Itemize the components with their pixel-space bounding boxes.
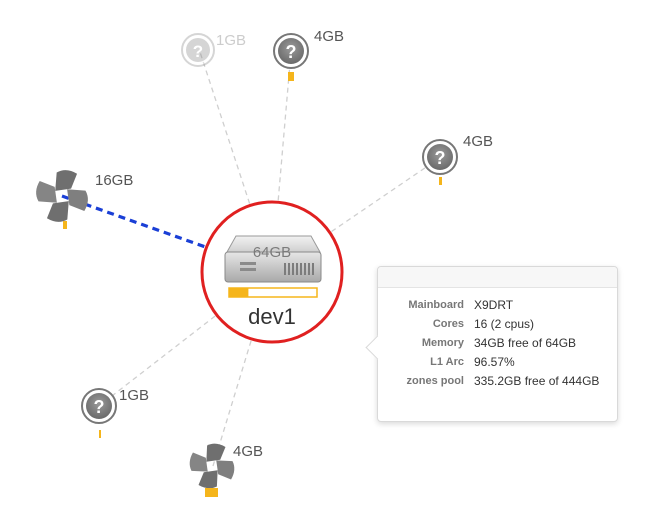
memory-usage-bar — [228, 287, 318, 298]
usage-bar — [205, 488, 218, 497]
question-mark-icon: ? — [193, 42, 203, 61]
node-info-tooltip: Mainboard X9DRT Cores 16 (2 cpus) Memory… — [365, 266, 618, 422]
tooltip-rows: Mainboard X9DRT Cores 16 (2 cpus) Memory… — [378, 296, 617, 391]
tooltip-row-zones-pool: zones pool 335.2GB free of 444GB — [378, 372, 617, 391]
node-unknown-1gb-top[interactable]: ? — [181, 33, 215, 67]
row-value: X9DRT — [474, 298, 514, 312]
row-value: 335.2GB free of 444GB — [474, 374, 600, 388]
row-value: 34GB free of 64GB — [474, 336, 577, 350]
question-mark-icon: ? — [435, 148, 446, 168]
node-memory-label: 4GB — [233, 443, 263, 460]
question-mark-icon: ? — [286, 42, 297, 62]
link-zone-16gb-active — [61, 194, 229, 257]
row-label: zones pool — [406, 375, 464, 387]
link-unknown-4gb-right — [271, 156, 442, 273]
link-zone-4gb-bottom — [212, 271, 273, 467]
node-memory-label: 4GB — [463, 133, 493, 150]
node-unknown-4gb-top[interactable]: ? — [273, 33, 309, 81]
tooltip-header — [378, 267, 617, 288]
row-label: Cores — [432, 318, 464, 330]
usage-bar — [439, 177, 442, 185]
usage-bar — [63, 221, 67, 229]
zone-icon — [36, 170, 88, 222]
node-dev1[interactable]: 64GB dev1 — [200, 200, 344, 344]
row-label: L1 Arc — [430, 356, 464, 368]
tooltip-row-mainboard: Mainboard X9DRT — [378, 296, 617, 315]
usage-bar — [288, 72, 294, 81]
node-unknown-1gb-bottom[interactable]: ? — [81, 388, 117, 438]
node-memory-label: 1GB — [119, 387, 149, 404]
tooltip-row-memory: Memory 34GB free of 64GB — [378, 334, 617, 353]
row-label: Mainboard — [408, 299, 464, 311]
node-memory-label: 1GB — [216, 32, 246, 49]
node-memory-label: 4GB — [314, 28, 344, 45]
server-icon — [224, 235, 322, 283]
zone-icon — [189, 443, 235, 489]
tooltip-row-l1-arc: L1 Arc 96.57% — [378, 353, 617, 372]
center-memory-label: 64GB — [253, 244, 291, 261]
usage-bar — [99, 430, 101, 438]
node-zone-4gb-bottom[interactable] — [187, 441, 236, 497]
row-value: 16 (2 cpus) — [474, 317, 535, 331]
tooltip-row-cores: Cores 16 (2 cpus) — [378, 315, 617, 334]
question-mark-icon: ? — [94, 397, 105, 417]
node-unknown-4gb-right[interactable]: ? — [422, 139, 458, 185]
node-memory-label: 16GB — [95, 172, 133, 189]
row-label: Memory — [421, 337, 464, 349]
row-value: 96.57% — [474, 355, 515, 369]
node-name-label: dev1 — [248, 304, 296, 329]
node-zone-16gb[interactable] — [33, 167, 90, 229]
